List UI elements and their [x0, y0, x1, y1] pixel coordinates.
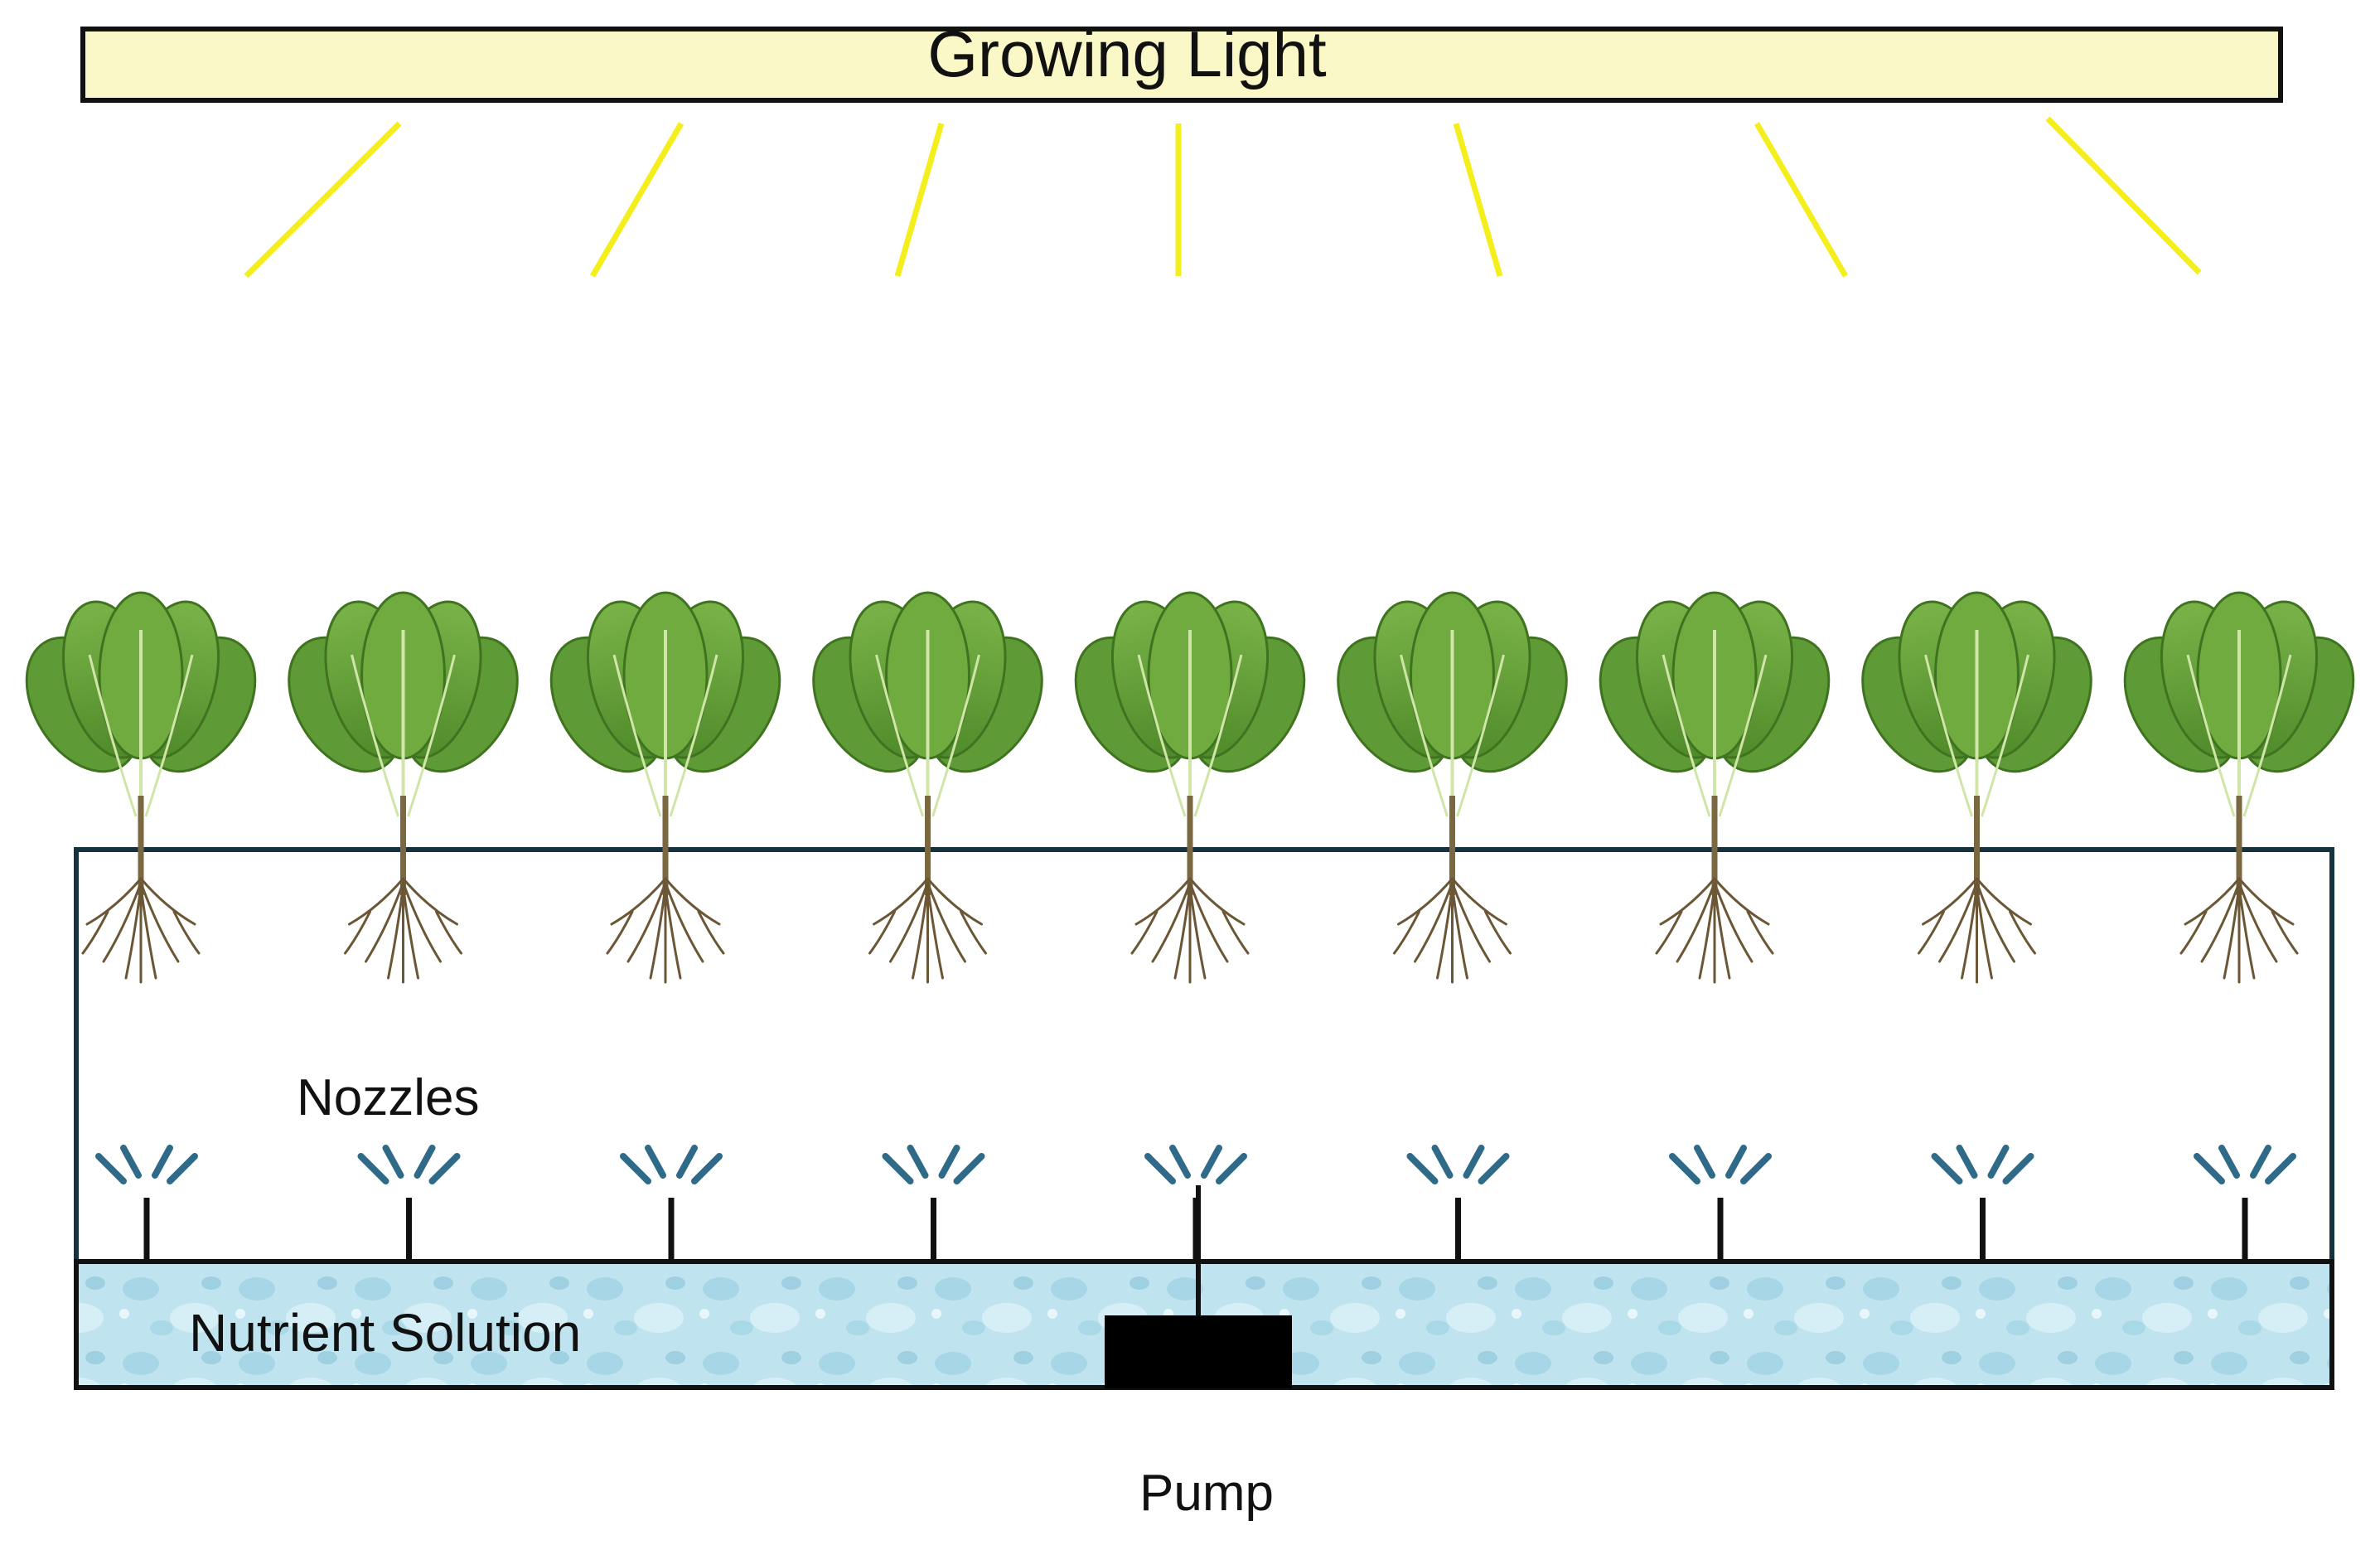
light-ray [894, 123, 945, 277]
light-ray [244, 121, 402, 278]
nozzle-spray-icon [2194, 1145, 2296, 1262]
nozzle-spray-icon [882, 1145, 985, 1262]
growing-light: Growing Light [80, 17, 2283, 103]
plants [25, 591, 2355, 984]
pump-icon [1105, 1315, 1292, 1388]
nozzle-spray-icon [1144, 1145, 1247, 1262]
pump: Pump [1105, 1185, 1292, 1522]
nozzle-spray-icon [1931, 1145, 2034, 1262]
light-bar [80, 27, 2283, 103]
lettuce-plant-icon [1337, 591, 1568, 984]
light-ray [2045, 116, 2202, 275]
nozzle-spray-icon [620, 1145, 723, 1262]
nozzle-spray-icon [1669, 1145, 1772, 1262]
nozzles [95, 1145, 2296, 1262]
light-ray [1453, 123, 1503, 277]
nozzle-spray-icon [1406, 1145, 1510, 1262]
lettuce-plant-icon [2123, 591, 2355, 984]
nozzle-spray-icon [357, 1145, 461, 1262]
lettuce-plant-icon [1074, 591, 1306, 984]
lettuce-plant-icon [288, 591, 519, 984]
lettuce-plant-icon [549, 591, 781, 984]
pump-label: Pump [1139, 1465, 1274, 1522]
lettuce-plant-icon [1861, 591, 2092, 984]
lettuce-plant-icon [812, 591, 1043, 984]
lettuce-plant-icon [25, 591, 257, 984]
light-ray [1754, 122, 1849, 278]
nozzle-spray-icon [95, 1145, 198, 1262]
lettuce-plant-icon [1599, 591, 1831, 984]
light-rays [244, 116, 2202, 278]
solution-label: Nutrient Solution [189, 1303, 581, 1363]
nozzles-label: Nozzles [297, 1069, 480, 1126]
light-ray [589, 122, 684, 278]
light-label: Growing Light [927, 17, 1327, 90]
